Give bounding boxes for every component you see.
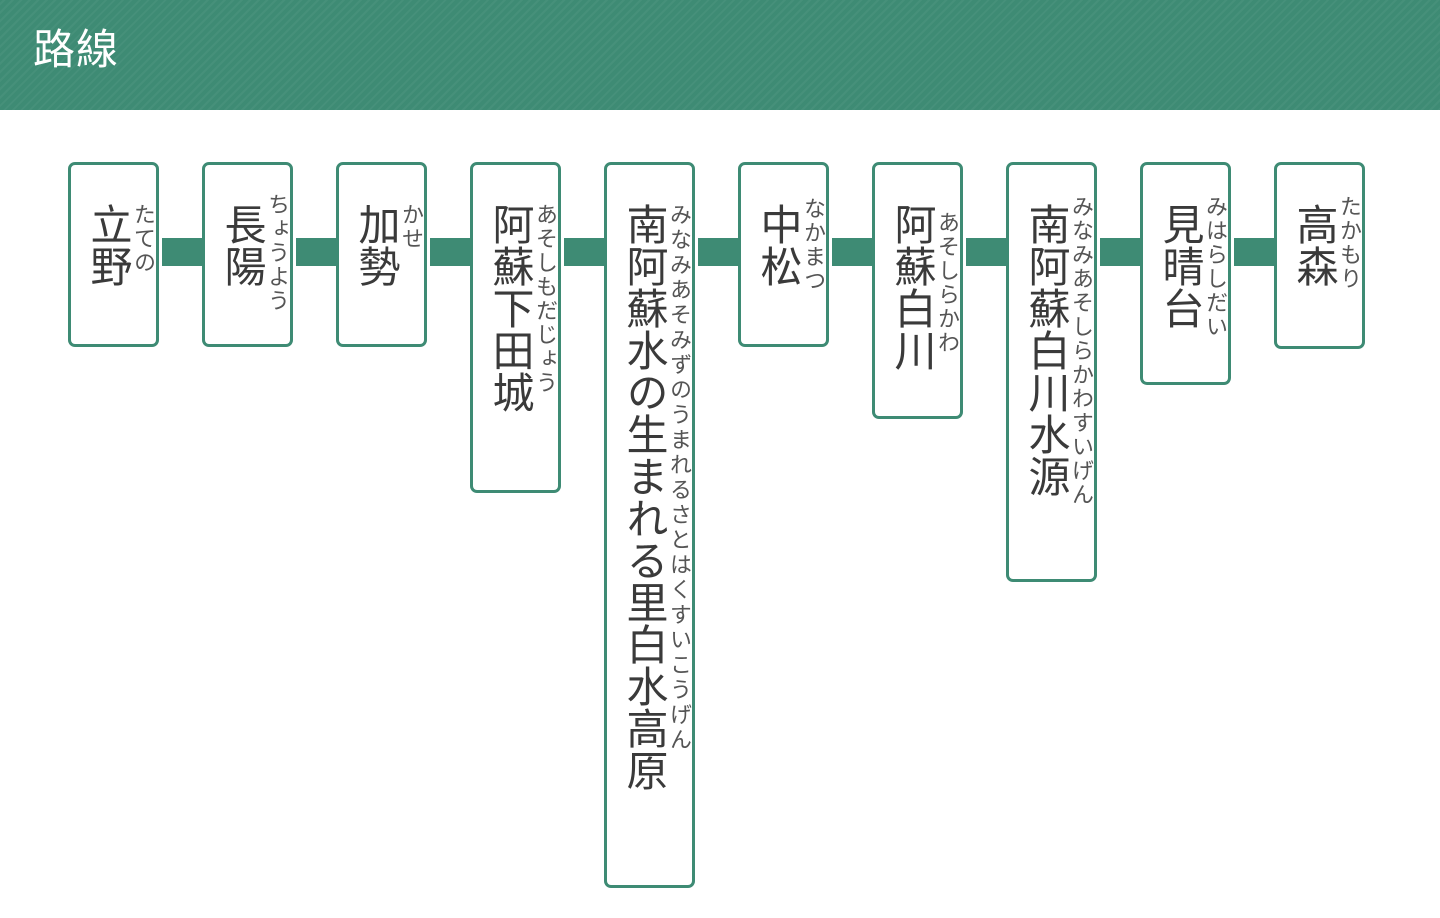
station-reading: あそしもだじょう [532, 203, 557, 395]
station-name: 高森 [1290, 203, 1339, 287]
station-name: 加勢 [352, 203, 401, 287]
route-line-segment [564, 238, 608, 266]
page-title: 路線 [33, 25, 120, 74]
station-kase[interactable]: 加勢 かせ [336, 162, 427, 347]
station-minamiaso-mizunoumareru-sato-hakusui-kogen[interactable]: 南阿蘇水の生まれる里白水高原 みなみあそみずのうまれるさとはくすいこうげん [604, 162, 695, 888]
station-name: 長陽 [218, 203, 267, 287]
route-line-segment [1234, 238, 1278, 266]
route-line-segment [832, 238, 876, 266]
station-minamiaso-shirakawa-suigen[interactable]: 南阿蘇白川水源 みなみあそしらかわすいげん [1006, 162, 1097, 582]
station-aso-shimodajo[interactable]: 阿蘇下田城 あそしもだじょう [470, 162, 561, 493]
station-miharashidai[interactable]: 見晴台 みはらしだい [1140, 162, 1231, 385]
station-aso-shirakawa[interactable]: 阿蘇白川 あそしらかわ [872, 162, 963, 419]
station-reading: あそしらかわ [934, 211, 959, 355]
page-header: 路線 [0, 0, 1440, 110]
station-name: 阿蘇下田城 [486, 203, 535, 413]
station-reading: みなみあそみずのうまれるさとはくすいこうげん [666, 203, 691, 753]
station-choyo[interactable]: 長陽 ちょうよう [202, 162, 293, 347]
route-line-segment [162, 238, 206, 266]
station-reading: みはらしだい [1202, 195, 1227, 339]
station-name: 見晴台 [1156, 203, 1205, 329]
station-name: 中松 [754, 203, 803, 287]
station-nakamatsu[interactable]: 中松 なかまつ [738, 162, 829, 347]
station-name: 南阿蘇白川水源 [1022, 203, 1071, 497]
station-name: 南阿蘇水の生まれる里白水高原 [620, 203, 669, 791]
station-reading: みなみあそしらかわすいげん [1068, 195, 1093, 507]
route-line-segment [966, 238, 1010, 266]
station-tateno[interactable]: 立野 たての [68, 162, 159, 347]
route-line-segment [1100, 238, 1144, 266]
route-line-segment [296, 238, 340, 266]
station-reading: かせ [398, 203, 423, 251]
station-reading: たての [130, 203, 155, 275]
route-line-segment [430, 238, 474, 266]
station-takamori[interactable]: 高森 たかもり [1274, 162, 1365, 349]
station-name: 阿蘇白川 [888, 203, 937, 371]
station-reading: なかまつ [800, 197, 825, 293]
route-line-segment [698, 238, 742, 266]
station-name: 立野 [84, 203, 133, 287]
station-reading: ちょうよう [264, 193, 289, 313]
station-reading: たかもり [1336, 195, 1361, 291]
